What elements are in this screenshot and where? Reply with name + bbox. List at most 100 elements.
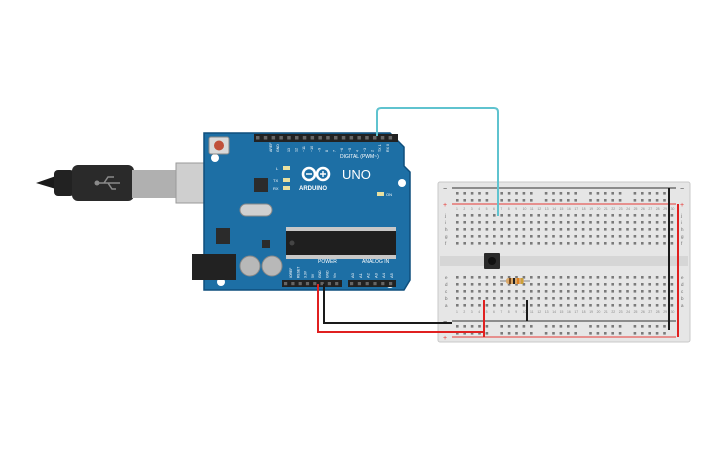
rail-hole[interactable]: [589, 192, 592, 195]
terminal-hole[interactable]: [670, 221, 674, 224]
terminal-hole[interactable]: [626, 228, 629, 231]
rail-hole[interactable]: [463, 199, 466, 202]
terminal-hole[interactable]: [507, 228, 511, 231]
rail-hole[interactable]: [485, 332, 489, 335]
terminal-hole[interactable]: [596, 221, 600, 224]
terminal-hole[interactable]: [626, 235, 629, 238]
terminal-hole[interactable]: [641, 221, 644, 224]
terminal-hole[interactable]: [552, 297, 555, 300]
terminal-hole[interactable]: [626, 221, 629, 224]
rail-hole[interactable]: [515, 192, 518, 195]
terminal-hole[interactable]: [670, 214, 674, 217]
power-wire-5v[interactable]: [317, 284, 484, 333]
terminal-hole[interactable]: [670, 290, 674, 293]
terminal-hole[interactable]: [611, 304, 614, 307]
terminal-hole[interactable]: [618, 276, 622, 279]
terminal-hole[interactable]: [515, 242, 518, 245]
terminal-hole[interactable]: [663, 283, 666, 286]
terminal-hole[interactable]: [618, 221, 622, 224]
rail-hole[interactable]: [611, 192, 614, 195]
terminal-hole[interactable]: [670, 297, 674, 300]
header-hole[interactable]: [341, 136, 346, 140]
terminal-hole[interactable]: [530, 221, 533, 224]
terminal-hole[interactable]: [581, 290, 585, 293]
rail-hole[interactable]: [567, 325, 570, 328]
terminal-hole[interactable]: [470, 235, 474, 238]
rail-hole[interactable]: [456, 199, 459, 202]
rail-hole[interactable]: [485, 199, 489, 202]
terminal-hole[interactable]: [648, 304, 651, 307]
terminal-hole[interactable]: [618, 235, 622, 238]
terminal-hole[interactable]: [604, 283, 607, 286]
terminal-hole[interactable]: [522, 304, 526, 307]
terminal-hole[interactable]: [515, 297, 518, 300]
terminal-hole[interactable]: [655, 290, 659, 293]
terminal-hole[interactable]: [530, 228, 533, 231]
terminal-hole[interactable]: [670, 276, 674, 279]
terminal-hole[interactable]: [463, 290, 466, 293]
terminal-hole[interactable]: [604, 242, 607, 245]
header-hole[interactable]: [263, 136, 268, 140]
rail-hole[interactable]: [589, 199, 592, 202]
terminal-hole[interactable]: [648, 221, 651, 224]
rail-hole[interactable]: [648, 332, 651, 335]
terminal-hole[interactable]: [552, 290, 555, 293]
terminal-hole[interactable]: [470, 214, 474, 217]
terminal-hole[interactable]: [574, 214, 577, 217]
rail-hole[interactable]: [618, 192, 622, 195]
digital-header[interactable]: [254, 134, 398, 142]
terminal-hole[interactable]: [589, 304, 592, 307]
terminal-hole[interactable]: [530, 276, 533, 279]
rail-hole[interactable]: [604, 325, 607, 328]
terminal-hole[interactable]: [559, 235, 563, 238]
rail-hole[interactable]: [567, 332, 570, 335]
terminal-hole[interactable]: [530, 235, 533, 238]
rail-hole[interactable]: [470, 325, 474, 328]
terminal-hole[interactable]: [559, 214, 563, 217]
terminal-hole[interactable]: [544, 304, 548, 307]
terminal-hole[interactable]: [463, 214, 466, 217]
header-hole[interactable]: [320, 282, 324, 286]
terminal-hole[interactable]: [596, 242, 600, 245]
terminal-hole[interactable]: [559, 242, 563, 245]
header-hole[interactable]: [256, 136, 260, 140]
header-hole[interactable]: [279, 136, 283, 140]
rail-hole[interactable]: [655, 199, 659, 202]
terminal-hole[interactable]: [493, 283, 496, 286]
terminal-hole[interactable]: [604, 214, 607, 217]
terminal-hole[interactable]: [522, 214, 526, 217]
rail-hole[interactable]: [478, 332, 481, 335]
terminal-hole[interactable]: [604, 297, 607, 300]
terminal-hole[interactable]: [559, 297, 563, 300]
terminal-hole[interactable]: [522, 242, 526, 245]
terminal-hole[interactable]: [478, 283, 481, 286]
rail-hole[interactable]: [500, 325, 503, 328]
terminal-hole[interactable]: [559, 221, 563, 224]
terminal-hole[interactable]: [485, 221, 489, 224]
rail-hole[interactable]: [663, 192, 666, 195]
terminal-hole[interactable]: [641, 242, 644, 245]
rail-hole[interactable]: [544, 332, 548, 335]
header-hole[interactable]: [380, 136, 385, 140]
rail-hole[interactable]: [574, 332, 577, 335]
rail-hole[interactable]: [522, 192, 526, 195]
terminal-hole[interactable]: [567, 221, 570, 224]
terminal-hole[interactable]: [567, 228, 570, 231]
terminal-hole[interactable]: [655, 283, 659, 286]
terminal-hole[interactable]: [530, 214, 533, 217]
terminal-hole[interactable]: [641, 235, 644, 238]
rail-hole[interactable]: [530, 332, 533, 335]
terminal-hole[interactable]: [567, 304, 570, 307]
rail-hole[interactable]: [470, 199, 474, 202]
terminal-hole[interactable]: [574, 283, 577, 286]
rail-hole[interactable]: [559, 199, 563, 202]
terminal-hole[interactable]: [604, 221, 607, 224]
rail-hole[interactable]: [618, 325, 622, 328]
terminal-hole[interactable]: [537, 276, 540, 279]
terminal-hole[interactable]: [596, 228, 600, 231]
terminal-hole[interactable]: [611, 235, 614, 238]
rail-hole[interactable]: [530, 192, 533, 195]
analog-header[interactable]: [348, 280, 396, 287]
terminal-hole[interactable]: [626, 276, 629, 279]
terminal-hole[interactable]: [611, 290, 614, 293]
